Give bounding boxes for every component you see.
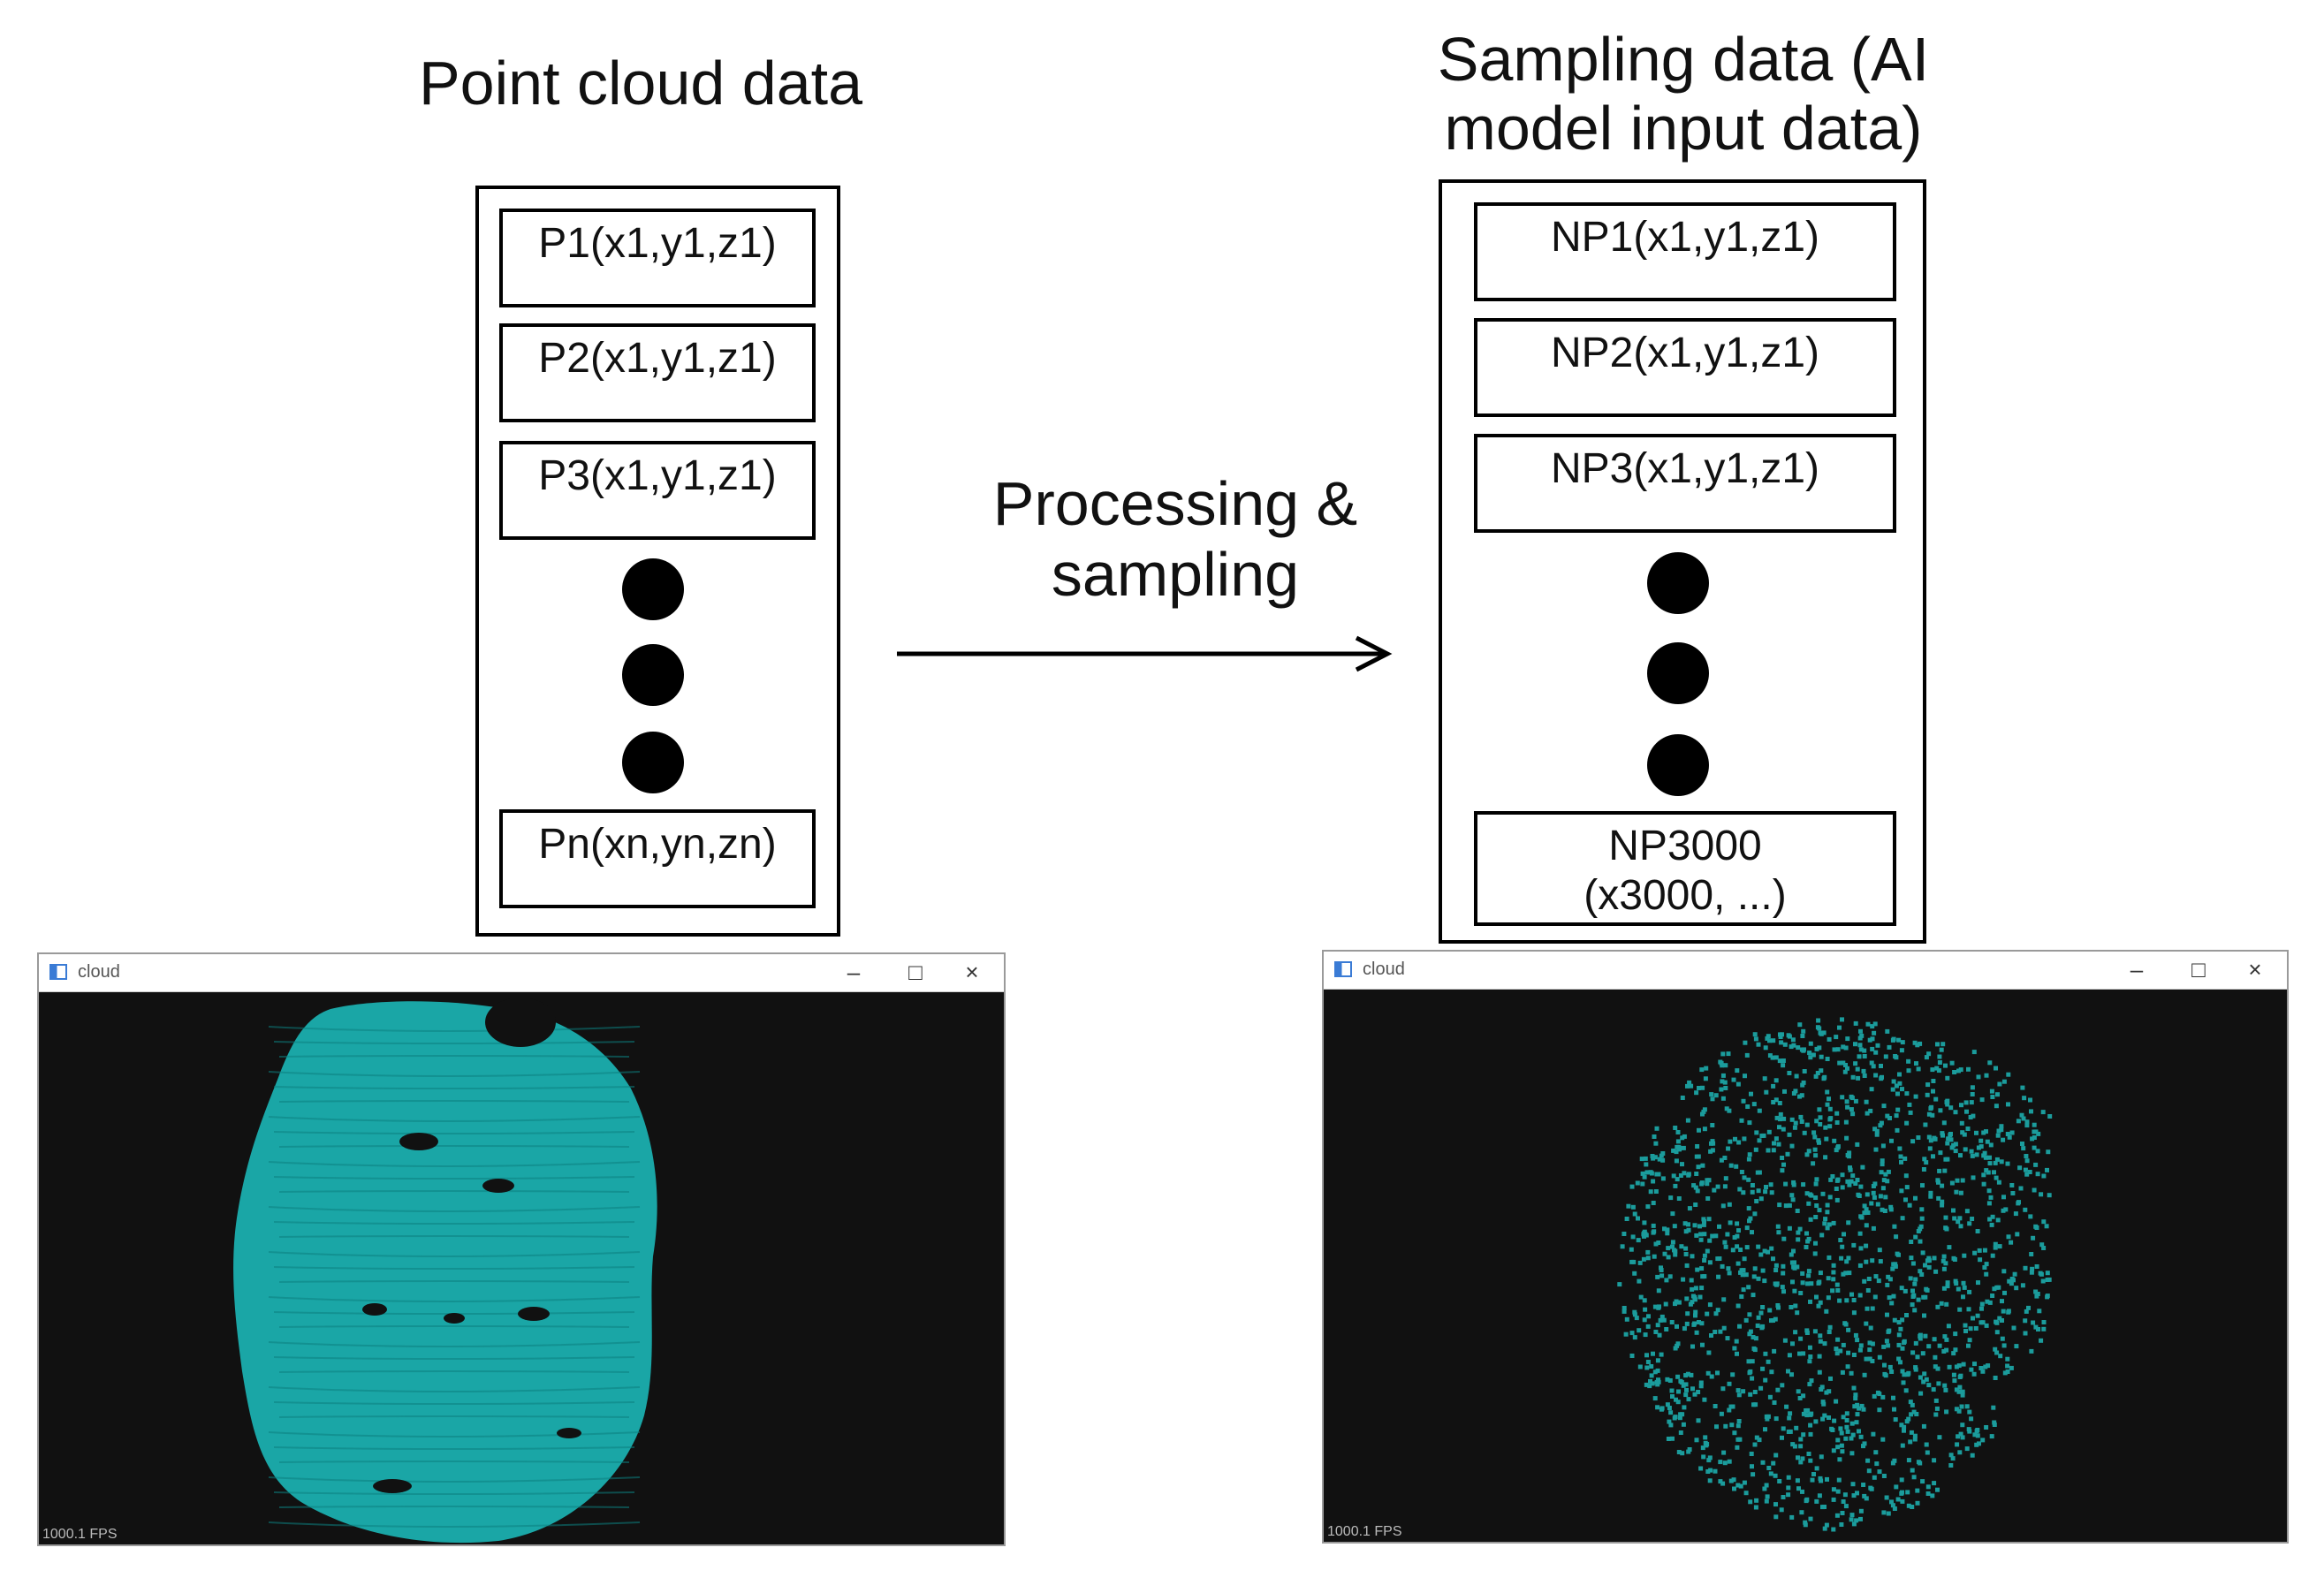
minimize-icon[interactable]: – <box>2130 956 2144 982</box>
close-icon[interactable]: × <box>2248 956 2262 982</box>
sample-record-1: NP1(x1,y1,z1) <box>1474 202 1896 301</box>
sampling-data-title: Sampling data (AI model input data) <box>1437 25 1930 163</box>
viewer-titlebar[interactable]: cloud – □ × <box>39 954 1004 992</box>
dense-point-cloud[interactable] <box>39 991 1004 1544</box>
sample-record-2: NP2(x1,y1,z1) <box>1474 318 1896 417</box>
sample-record-3: NP3(x1,y1,z1) <box>1474 434 1896 533</box>
app-icon <box>1334 961 1352 977</box>
sample-record-3000-id: NP3000 <box>1608 823 1762 869</box>
point-record-3: P3(x1,y1,z1) <box>499 441 816 540</box>
fps-counter: 1000.1 FPS <box>1327 1524 1402 1539</box>
close-icon[interactable]: × <box>965 959 979 985</box>
ellipsis-dot <box>622 732 684 793</box>
ellipsis-dot <box>622 558 684 620</box>
sampling-record-list: NP1(x1,y1,z1) NP2(x1,y1,z1) NP3(x1,y1,z1… <box>1439 179 1926 944</box>
ellipsis-dot <box>1647 734 1709 796</box>
viewer-window-title: cloud <box>78 962 120 982</box>
processing-label-line2: sampling <box>1051 540 1300 609</box>
app-icon <box>49 964 67 980</box>
processing-label: Processing & sampling <box>937 468 1414 610</box>
processing-arrow <box>897 635 1393 672</box>
maximize-icon[interactable]: □ <box>2191 956 2206 982</box>
point-cloud-record-list: P1(x1,y1,z1) P2(x1,y1,z1) P3(x1,y1,z1) P… <box>475 186 840 937</box>
sampled-cloud-viewer-window[interactable]: cloud – □ × 1000.1 FPS <box>1322 950 2289 1544</box>
point-record-n: Pn(xn,yn,zn) <box>499 809 816 908</box>
point-cloud-title: Point cloud data <box>418 49 863 118</box>
maximize-icon[interactable]: □ <box>908 959 923 985</box>
ellipsis-dot <box>1647 642 1709 704</box>
sampled-point-cloud[interactable] <box>1324 989 2287 1542</box>
fps-counter: 1000.1 FPS <box>42 1527 118 1542</box>
point-record-2: P2(x1,y1,z1) <box>499 323 816 422</box>
point-record-1: P1(x1,y1,z1) <box>499 209 816 307</box>
sample-record-3000-coords: (x3000, ...) <box>1584 872 1787 919</box>
sample-record-3000: NP3000 (x3000, ...) <box>1474 811 1896 926</box>
viewer-window-title: cloud <box>1363 960 1405 979</box>
viewer-titlebar[interactable]: cloud – □ × <box>1324 952 2287 990</box>
processing-label-line1: Processing & <box>992 469 1358 538</box>
ellipsis-dot <box>622 644 684 706</box>
point-cloud-viewer-window[interactable]: cloud – □ × 1000.1 FPS <box>37 952 1006 1546</box>
minimize-icon[interactable]: – <box>847 959 861 985</box>
ellipsis-dot <box>1647 552 1709 614</box>
